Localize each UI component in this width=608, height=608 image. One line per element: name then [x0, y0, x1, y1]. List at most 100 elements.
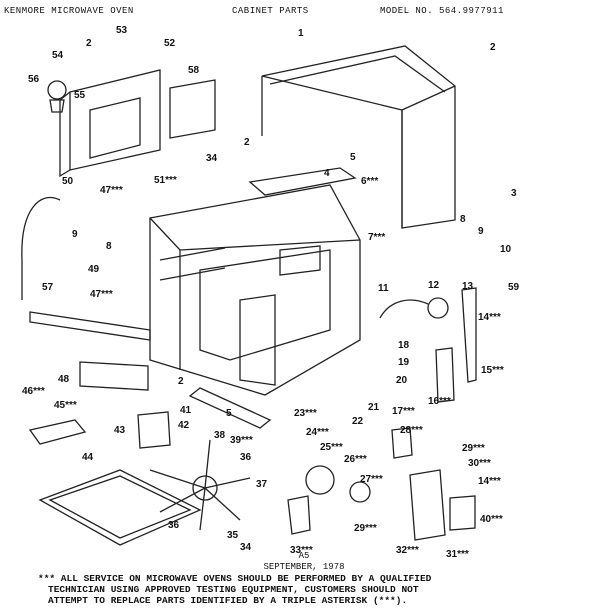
callout-c53: 53	[116, 25, 128, 36]
callout-c15: 15***	[481, 365, 504, 376]
callout-c45: 45***	[54, 400, 77, 411]
callout-c22: 22	[352, 416, 364, 427]
callout-c8a: 8	[106, 241, 112, 252]
diagram-drawing	[21, 45, 477, 546]
callout-c32: 32***	[396, 545, 419, 556]
callout-c36b: 36	[168, 520, 180, 531]
callout-c33: 33***	[290, 545, 313, 556]
glass-tray	[38, 469, 202, 546]
callout-c44: 44	[82, 452, 94, 463]
callout-c49: 49	[88, 264, 100, 275]
callout-c24: 24***	[306, 427, 329, 438]
support-bar	[188, 387, 272, 429]
switch-28	[391, 427, 413, 459]
cable	[21, 196, 61, 300]
callout-c5b: 5	[226, 408, 232, 419]
callout-c36a: 36	[240, 452, 252, 463]
callout-c9a: 9	[72, 229, 78, 240]
callout-c59: 59	[508, 282, 520, 293]
callout-c17: 17***	[392, 406, 415, 417]
callout-c34b: 34	[240, 542, 252, 553]
wire-11	[379, 299, 429, 319]
outer-cabinet	[261, 45, 456, 229]
footer-code: A5	[298, 551, 310, 561]
callout-c20: 20	[396, 375, 408, 386]
callout-c47b: 47***	[90, 289, 113, 300]
lamp-bulb	[47, 80, 67, 100]
callout-c56: 56	[28, 74, 40, 85]
callout-c52: 52	[164, 38, 176, 49]
callout-c29a: 29***	[462, 443, 485, 454]
connector-12	[427, 297, 449, 319]
magnetron-mount	[409, 469, 446, 541]
filter-panel	[79, 361, 149, 391]
callout-c58: 58	[188, 65, 200, 76]
service-note: *** ALL SERVICE ON MICROWAVE OVENS SHOUL…	[38, 573, 598, 606]
callout-c34a: 34	[206, 153, 218, 164]
cover-panel	[169, 79, 216, 139]
callout-c6: 6***	[361, 176, 378, 187]
callout-c42: 42	[178, 420, 190, 431]
callout-c2a: 2	[86, 38, 92, 49]
service-note-line-3: ATTEMPT TO REPLACE PARTS IDENTIFIED BY A…	[48, 595, 408, 606]
callout-c30: 30***	[468, 458, 491, 469]
callout-c51: 51***	[154, 175, 177, 186]
callout-c46: 46***	[22, 386, 45, 397]
callout-c26: 26***	[344, 454, 367, 465]
callout-c50: 50	[62, 176, 74, 187]
callout-labels: 1 2 2 2 2 3 4 5 5 6*** 7*** 8 8 9 9 10 1…	[22, 25, 520, 560]
oven-chassis	[149, 184, 361, 396]
callout-c43: 43	[114, 425, 126, 436]
callout-c10: 10	[500, 244, 512, 255]
right-bracket	[461, 287, 477, 383]
callout-c39: 39***	[230, 435, 253, 446]
callout-c57: 57	[42, 282, 54, 293]
service-note-line-2: TECHNICIAN USING APPROVED TESTING EQUIPM…	[48, 584, 419, 595]
callout-c4: 4	[324, 168, 330, 179]
callout-c35: 35	[227, 530, 239, 541]
header-left: KENMORE MICROWAVE OVEN	[4, 6, 134, 16]
footer-date: SEPTEMBER, 1978	[263, 562, 345, 572]
callout-c8b: 8	[460, 214, 466, 225]
callout-c28: 28***	[400, 425, 423, 436]
callout-c21: 21	[368, 402, 380, 413]
callout-c40: 40***	[480, 514, 503, 525]
callout-c27: 27***	[360, 474, 383, 485]
callout-c2c: 2	[244, 137, 250, 148]
callout-c9b: 9	[478, 226, 484, 237]
mount-bracket	[28, 419, 87, 445]
callout-c54: 54	[52, 50, 64, 61]
callout-c29b: 29***	[354, 523, 377, 534]
callout-c3: 3	[511, 188, 517, 199]
callout-c37: 37	[256, 479, 268, 490]
callout-c47a: 47***	[100, 185, 123, 196]
callout-c12: 12	[428, 280, 440, 291]
callout-c55: 55	[74, 90, 86, 101]
callout-c13: 13	[462, 281, 474, 292]
callout-c14a: 14***	[478, 312, 501, 323]
top-plate	[248, 167, 357, 196]
service-note-line-1: *** ALL SERVICE ON MICROWAVE OVENS SHOUL…	[38, 573, 432, 584]
callout-c23: 23***	[294, 408, 317, 419]
rail	[29, 311, 151, 341]
callout-c31: 31***	[446, 549, 469, 560]
callout-c14b: 14***	[478, 476, 501, 487]
stirrer-fan	[149, 439, 251, 531]
header-center: CABINET PARTS	[232, 6, 309, 16]
callout-c2d: 2	[178, 376, 184, 387]
callout-c1: 1	[298, 28, 304, 39]
shield-plate	[137, 411, 171, 449]
fan-motor	[305, 465, 335, 495]
callout-c41: 41	[180, 405, 192, 416]
header-right: MODEL NO. 564.9977911	[380, 6, 504, 16]
lamp-bracket	[59, 69, 161, 178]
callout-c38: 38	[214, 430, 226, 441]
callout-c25: 25***	[320, 442, 343, 453]
callout-c2b: 2	[490, 42, 496, 53]
callout-c5a: 5	[350, 152, 356, 163]
callout-c16: 16***	[428, 396, 451, 407]
callout-c7: 7***	[368, 232, 385, 243]
callout-c48: 48	[58, 374, 70, 385]
callout-c18: 18	[398, 340, 410, 351]
